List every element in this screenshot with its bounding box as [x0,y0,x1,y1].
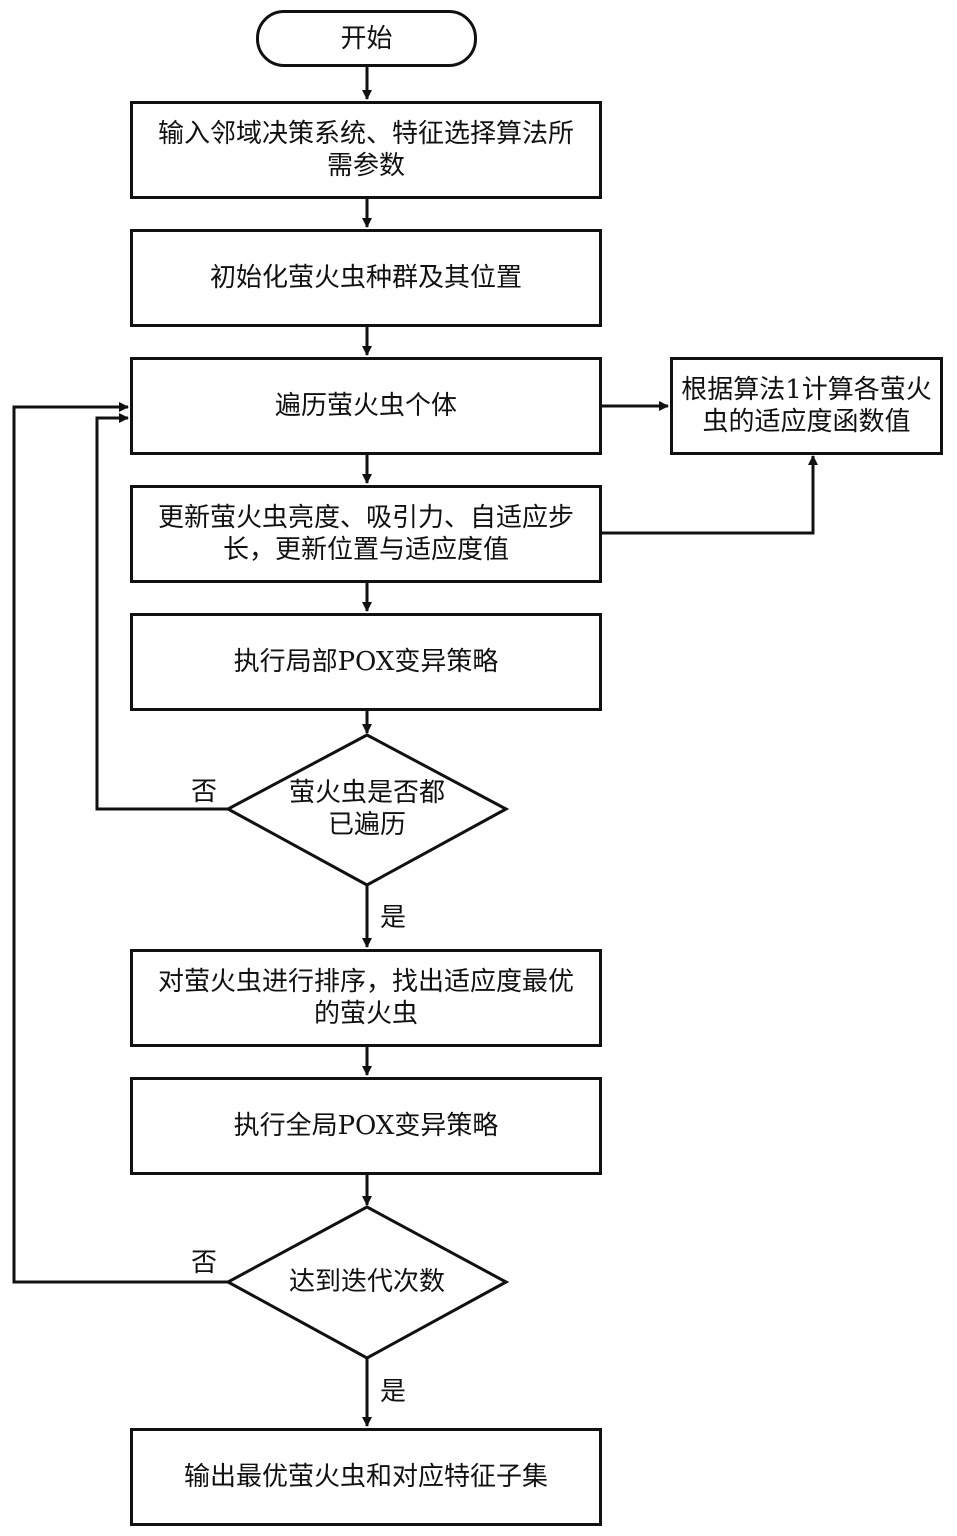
no-label-1: 否 [191,777,218,807]
no-label-2: 否 [191,1248,218,1278]
decision-iterations-text: 达到迭代次数 [262,1262,472,1302]
start-terminal: 开始 [256,10,477,67]
global-pox-step: 执行全局POX变异策略 [130,1077,602,1175]
local-pox-step: 执行局部POX变异策略 [130,613,602,711]
yes-label-1: 是 [380,903,407,933]
decision-traversed-label: 萤火虫是否都已遍历 [288,778,445,840]
decision-diamond-iterations [224,1205,510,1360]
update-fireflies-label: 更新萤火虫亮度、吸引力、自适应步长，更新位置与适应度值 [157,503,574,565]
sort-fireflies-label: 对萤火虫进行排序，找出适应度最优的萤火虫 [157,967,574,1029]
arrow-no-loop-inner [95,413,228,811]
init-population-step: 初始化萤火虫种群及其位置 [130,229,602,327]
start-label: 开始 [340,23,393,54]
output-result-label: 输出最优萤火虫和对应特征子集 [183,1462,548,1492]
input-parameters-label: 输入邻域决策系统、特征选择算法所需参数 [157,119,574,181]
init-population-label: 初始化萤火虫种群及其位置 [209,263,522,293]
fitness-calc-label: 根据算法1计算各萤火虫的适应度函数值 [681,375,932,437]
decision-traversed-text: 萤火虫是否都已遍历 [282,774,452,844]
traverse-fireflies-label: 遍历萤火虫个体 [274,391,457,421]
global-pox-label: 执行全局POX变异策略 [233,1111,499,1141]
decision-iterations-label: 达到迭代次数 [288,1267,445,1297]
traverse-fireflies-step: 遍历萤火虫个体 [130,357,602,455]
arrow-no-loop-outer [12,402,228,1284]
input-parameters-step: 输入邻域决策系统、特征选择算法所需参数 [130,101,602,199]
yes-label-2: 是 [380,1377,407,1407]
sort-fireflies-step: 对萤火虫进行排序，找出适应度最优的萤火虫 [130,949,602,1047]
arrow-update-to-fitness [602,455,818,535]
update-fireflies-step: 更新萤火虫亮度、吸引力、自适应步长，更新位置与适应度值 [130,485,602,583]
local-pox-label: 执行局部POX变异策略 [233,647,499,677]
decision-diamond-traversed [224,733,510,887]
output-result-step: 输出最优萤火虫和对应特征子集 [130,1428,602,1526]
fitness-calc-step: 根据算法1计算各萤火虫的适应度函数值 [670,357,943,455]
